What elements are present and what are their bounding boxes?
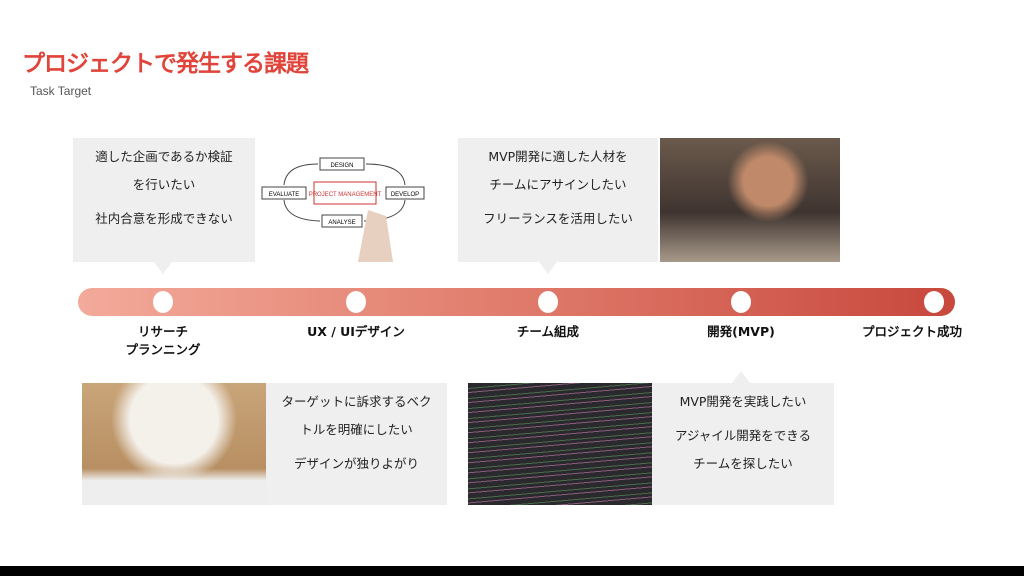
project-management-diagram-image: DESIGN DEVELOP ANALYSE EVALUATE PROJECT … [258, 150, 438, 262]
callout-text: ターゲットに訴求するベク [281, 394, 432, 409]
callout-text: デザインが独りよがり [293, 456, 419, 471]
code-screen-photo [468, 383, 652, 505]
callout-text: チームを探したい [693, 456, 793, 471]
page-title: プロジェクトで発生する課題 [22, 51, 309, 77]
timeline-dot [731, 291, 751, 313]
stage-label-line: UX / UIデザイン [307, 324, 405, 339]
stage-label-dev: 開発(MVP) [671, 323, 811, 341]
design-desk-photo [82, 383, 266, 505]
diagram-evaluate: EVALUATE [269, 192, 299, 198]
diagram-center: PROJECT MANAGEMENT [309, 192, 382, 198]
stage-label-line: プランニング [125, 342, 201, 357]
stage-label-team: チーム組成 [478, 323, 618, 341]
callout-research: 適した企画であるか検証 を行いたい 社内合意を形成できない [73, 138, 255, 262]
callout-text: 社内合意を形成できない [95, 211, 233, 226]
stage-label-line: リサーチ [137, 324, 188, 339]
diagram-analyse: ANALYSE [328, 220, 355, 226]
diagram-develop: DEVELOP [391, 192, 419, 198]
callout-pointer [732, 371, 750, 383]
timeline-dot [153, 291, 173, 313]
diagram-design: DESIGN [330, 163, 353, 169]
callout-text: トルを明確にしたい [300, 422, 413, 437]
callout-text: 適した企画であるか検証 [95, 149, 233, 164]
callout-design: ターゲットに訴求するベク トルを明確にしたい デザインが独りよがり [266, 383, 447, 505]
callout-dev: MVP開発を実践したい アジャイル開発をできる チームを探したい [652, 383, 834, 505]
stage-label-line: 開発(MVP) [707, 324, 775, 339]
callout-team: MVP開発に適した人材を チームにアサインしたい フリーランスを活用したい [458, 138, 658, 262]
callout-text: フリーランスを活用したい [483, 211, 633, 226]
stage-label-success: プロジェクト成功 [842, 323, 982, 341]
team-hands-photo [660, 138, 840, 262]
page-subtitle: Task Target [30, 84, 92, 98]
stage-label-research: リサーチプランニング [93, 323, 233, 359]
stage-label-line: チーム組成 [516, 324, 580, 339]
callout-text: を行いたい [132, 177, 196, 192]
stage-label-design: UX / UIデザイン [286, 323, 426, 341]
callout-text: チームにアサインしたい [489, 177, 627, 192]
timeline-dot [538, 291, 558, 313]
callout-pointer [539, 262, 557, 274]
timeline-bar [78, 288, 955, 316]
callout-text: MVP開発に適した人材を [488, 149, 628, 164]
footer-bar [0, 566, 1024, 576]
callout-text: MVP開発を実践したい [679, 394, 807, 409]
stage-label-line: プロジェクト成功 [861, 324, 962, 339]
timeline-dot [924, 291, 944, 313]
callout-pointer [154, 262, 172, 274]
callout-text: アジャイル開発をできる [674, 428, 812, 443]
timeline-dot [346, 291, 366, 313]
